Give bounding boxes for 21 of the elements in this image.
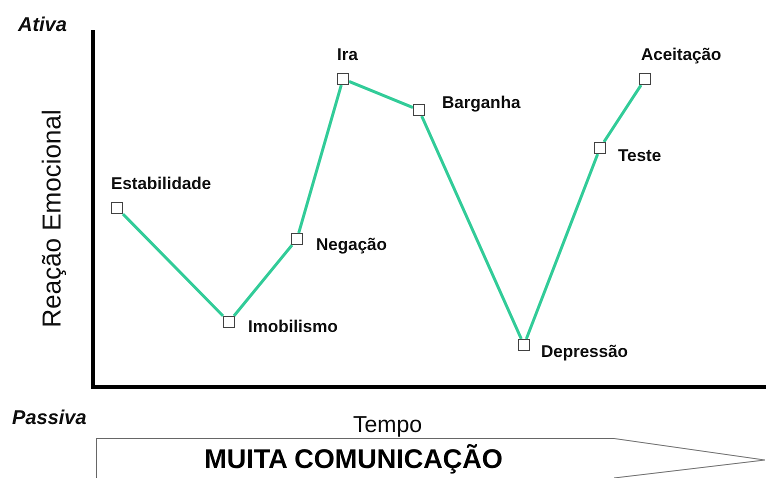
axis-title: Reação Emocional [36,108,68,328]
axis-end-label: Passiva [12,407,87,430]
axis-title: Tempo [353,411,422,438]
connector-line [348,80,414,109]
connector-line [232,244,294,317]
connector-line [602,84,642,143]
point-label: Barganha [442,93,520,113]
point-label: Negação [316,235,387,255]
point-label: Aceitação [641,45,722,65]
point-label: Imobilismo [248,317,338,337]
connector-line [297,84,343,234]
axis-end-label: Ativa [18,14,67,37]
connector-line [524,153,600,340]
point-label: Depressão [541,342,628,362]
point-label: Teste [618,146,662,166]
point-label: Ira [337,45,358,65]
arrow-band [96,438,766,478]
band-text: MUITA COMUNICAÇÃO [203,444,504,475]
point-label: Estabilidade [111,174,212,194]
connector-line [122,212,224,318]
connector-line [420,115,523,340]
